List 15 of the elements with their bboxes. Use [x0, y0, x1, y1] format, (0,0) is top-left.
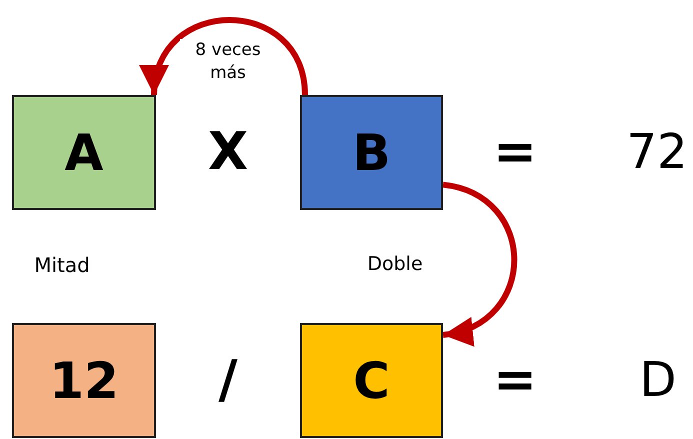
- letter-symbol: D: [640, 352, 676, 408]
- box-letter: 12: [49, 352, 119, 410]
- number: 72: [626, 124, 688, 180]
- colored-box: [12, 323, 156, 438]
- colored-box: [300, 323, 443, 438]
- colored-box: [300, 95, 443, 210]
- box-letter: C: [353, 352, 390, 410]
- colored-box: [12, 95, 156, 210]
- division-sign: /: [218, 350, 238, 410]
- equals-sign: =: [493, 122, 537, 182]
- equals-sign: =: [493, 350, 537, 410]
- note-text: Mitad: [34, 253, 90, 277]
- box-letter: B: [352, 124, 391, 182]
- box-letter: A: [64, 124, 104, 182]
- multiplication-sign: X: [208, 122, 248, 182]
